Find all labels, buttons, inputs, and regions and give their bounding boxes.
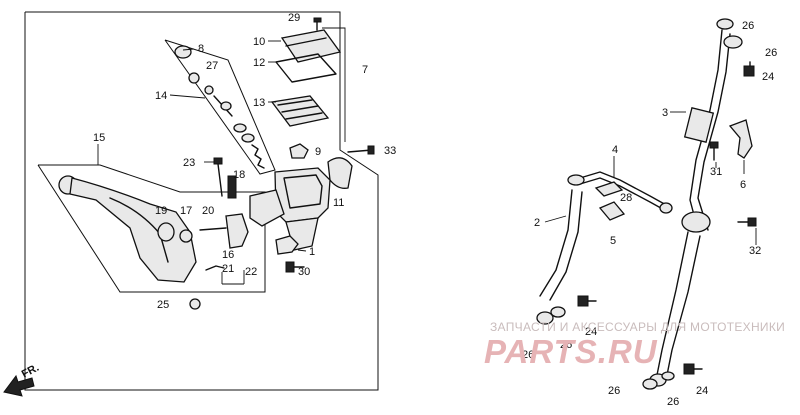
callout-33: 33 bbox=[384, 145, 396, 157]
switch-18 bbox=[227, 175, 237, 199]
banjo-1 bbox=[275, 235, 299, 255]
callout-16: 16 bbox=[222, 249, 234, 261]
callout-26-f: 26 bbox=[667, 396, 679, 408]
cylinder-body bbox=[249, 167, 331, 251]
bolt-30 bbox=[285, 261, 305, 273]
clamp-9 bbox=[289, 143, 309, 159]
callout-23: 23 bbox=[183, 157, 195, 169]
callout-31: 31 bbox=[710, 166, 722, 178]
bracket-7 bbox=[322, 27, 346, 142]
callout-15: 15 bbox=[93, 132, 105, 144]
watermark-logo: PARTS.RU bbox=[484, 333, 658, 370]
pin-21 bbox=[205, 265, 225, 271]
callout-24-a: 24 bbox=[762, 71, 774, 83]
callout-25: 25 bbox=[157, 299, 169, 311]
callout-1: 1 bbox=[309, 246, 315, 258]
bolt-24-b bbox=[683, 363, 703, 375]
callout-19: 19 bbox=[155, 205, 167, 217]
callout-27: 27 bbox=[206, 60, 218, 72]
screw-20 bbox=[199, 227, 227, 231]
callout-20: 20 bbox=[202, 205, 214, 217]
callout-14: 14 bbox=[155, 90, 167, 102]
callout-24-b: 24 bbox=[585, 326, 597, 338]
nut-25 bbox=[189, 298, 201, 310]
callout-12: 12 bbox=[253, 57, 265, 69]
callout-3: 3 bbox=[662, 107, 668, 119]
pivot-bolt-23 bbox=[213, 157, 223, 197]
callout-2: 2 bbox=[534, 217, 540, 229]
brake-hose-group bbox=[536, 18, 757, 390]
diaphragm bbox=[270, 95, 330, 127]
joint-28 bbox=[594, 181, 624, 197]
callout-11: 11 bbox=[333, 197, 344, 209]
front-label: FR. bbox=[20, 362, 41, 381]
bolt-29 bbox=[313, 17, 322, 31]
reservoir-cap bbox=[280, 29, 342, 63]
washer-26-a bbox=[550, 306, 566, 318]
bolt-32 bbox=[737, 217, 757, 227]
front-direction-arrow bbox=[3, 374, 35, 397]
callout-18: 18 bbox=[233, 169, 245, 181]
brake-lever bbox=[58, 175, 197, 283]
bolt-24-a bbox=[577, 295, 597, 307]
callout-5: 5 bbox=[610, 235, 616, 247]
callout-30: 30 bbox=[298, 266, 310, 278]
callout-21: 21 bbox=[222, 263, 234, 275]
washer-26-b bbox=[642, 378, 658, 390]
washer-26-c bbox=[661, 371, 675, 381]
brake-pipe-4 bbox=[579, 171, 669, 207]
callout-10: 10 bbox=[253, 36, 265, 48]
callout-28: 28 bbox=[620, 192, 632, 204]
watermark-tagline: ЗАПЧАСТИ И АКСЕССУАРЫ ДЛЯ МОТОТЕХНИКИ bbox=[490, 320, 786, 334]
bushing-17 bbox=[179, 229, 193, 243]
bolt-24-top bbox=[743, 61, 755, 77]
callout-26-b: 26 bbox=[765, 47, 777, 59]
callout-4: 4 bbox=[612, 144, 618, 156]
adjuster-16 bbox=[225, 213, 249, 249]
callout-numbers: 29 10 12 7 8 27 14 13 9 33 15 23 18 11 1… bbox=[20, 12, 777, 408]
callout-26-a: 26 bbox=[742, 20, 754, 32]
bracket-6 bbox=[728, 119, 753, 159]
brake-hose-2 bbox=[539, 189, 573, 297]
clamp-5 bbox=[598, 201, 626, 221]
diaphragm-plate bbox=[275, 53, 337, 83]
callout-32: 32 bbox=[749, 245, 761, 257]
callout-8: 8 bbox=[198, 43, 204, 55]
callout-26-d: 26 bbox=[522, 349, 534, 361]
callout-24-c: 24 bbox=[696, 385, 708, 397]
holder-11 bbox=[327, 157, 353, 189]
leader-lines bbox=[97, 40, 757, 252]
callout-7: 7 bbox=[362, 64, 368, 76]
callout-26-c: 26 bbox=[560, 339, 572, 351]
callout-13: 13 bbox=[253, 97, 265, 109]
callout-6: 6 bbox=[740, 179, 746, 191]
bushing-19 bbox=[157, 222, 175, 242]
bolt-33 bbox=[347, 145, 375, 155]
callout-17: 17 bbox=[180, 205, 192, 217]
assembly-frame bbox=[24, 11, 379, 391]
callout-26-e: 26 bbox=[608, 385, 620, 397]
piston-kit bbox=[164, 39, 276, 175]
callout-22: 22 bbox=[245, 266, 257, 278]
bolt-31 bbox=[709, 141, 719, 161]
master-cylinder-group bbox=[24, 11, 379, 391]
callout-29: 29 bbox=[288, 12, 300, 24]
callout-9: 9 bbox=[315, 146, 321, 158]
